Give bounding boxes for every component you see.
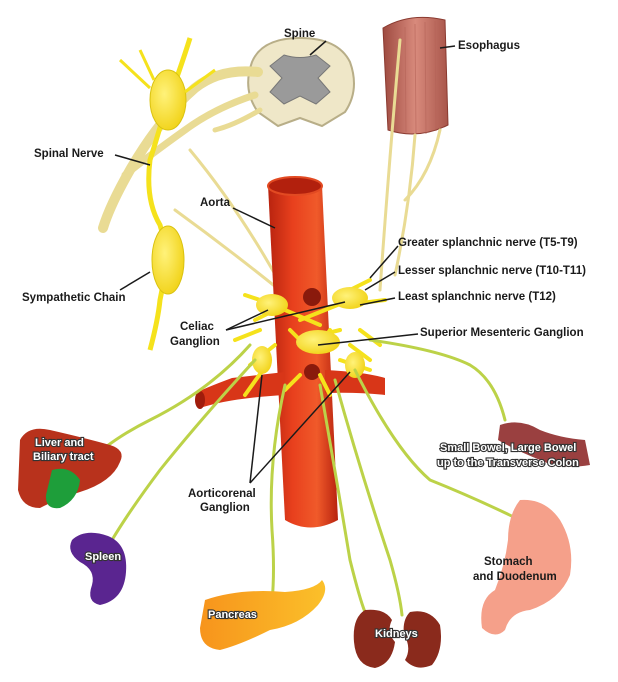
sympathetic-chain bbox=[118, 37, 216, 351]
label-liver-line2: Biliary tract bbox=[33, 451, 94, 463]
superior-mesenteric-ganglion bbox=[296, 330, 340, 354]
celiac-ganglion-right bbox=[332, 287, 368, 309]
spleen bbox=[70, 532, 127, 605]
liver bbox=[18, 428, 122, 509]
label-spleen: Spleen bbox=[85, 551, 121, 563]
label-kidneys: Kidneys bbox=[375, 628, 418, 640]
label-aorticorenal-line1: Aorticorenal bbox=[188, 488, 256, 500]
label-celiac-line1: Celiac bbox=[180, 321, 214, 333]
kidneys bbox=[353, 609, 441, 668]
label-stomach-line2: and Duodenum bbox=[473, 571, 557, 583]
pancreas bbox=[200, 580, 326, 650]
label-stomach-line1: Stomach bbox=[484, 556, 533, 568]
label-greater-splanchnic: Greater splanchnic nerve (T5-T9) bbox=[398, 237, 578, 249]
label-lesser-splanchnic: Lesser splanchnic nerve (T10-T11) bbox=[398, 265, 586, 277]
spine-cross-section bbox=[247, 36, 355, 128]
label-pancreas: Pancreas bbox=[208, 609, 257, 621]
aorta bbox=[195, 176, 385, 528]
label-aorticorenal-line2: Ganglion bbox=[200, 502, 250, 514]
bowel bbox=[498, 422, 590, 467]
celiac-ganglion-left bbox=[256, 294, 288, 316]
label-spine: Spine bbox=[284, 28, 315, 40]
label-liver-line1: Liver and bbox=[35, 437, 84, 449]
label-aorta: Aorta bbox=[200, 197, 231, 209]
leader-lines bbox=[114, 40, 456, 484]
label-sympathetic-chain: Sympathetic Chain bbox=[22, 292, 126, 304]
gallbladder bbox=[45, 468, 80, 509]
aorticorenal-ganglion-left bbox=[252, 346, 272, 374]
label-celiac-line2: Ganglion bbox=[170, 336, 220, 348]
aorticorenal-ganglion-right bbox=[345, 352, 365, 378]
label-least-splanchnic: Least splanchnic nerve (T12) bbox=[398, 291, 556, 303]
label-superior-mesenteric: Superior Mesenteric Ganglion bbox=[420, 327, 584, 339]
label-spinal-nerve: Spinal Nerve bbox=[34, 148, 104, 160]
stomach bbox=[481, 499, 572, 635]
label-bowel-line2: up to the Transverse Colon bbox=[437, 457, 579, 469]
label-bowel-line1: Small Bowel, Large Bowel bbox=[440, 442, 576, 454]
label-esophagus: Esophagus bbox=[458, 40, 520, 52]
labels: Spine Esophagus Spinal Nerve Aorta Great… bbox=[22, 28, 586, 641]
ganglion-plexus bbox=[233, 278, 387, 397]
